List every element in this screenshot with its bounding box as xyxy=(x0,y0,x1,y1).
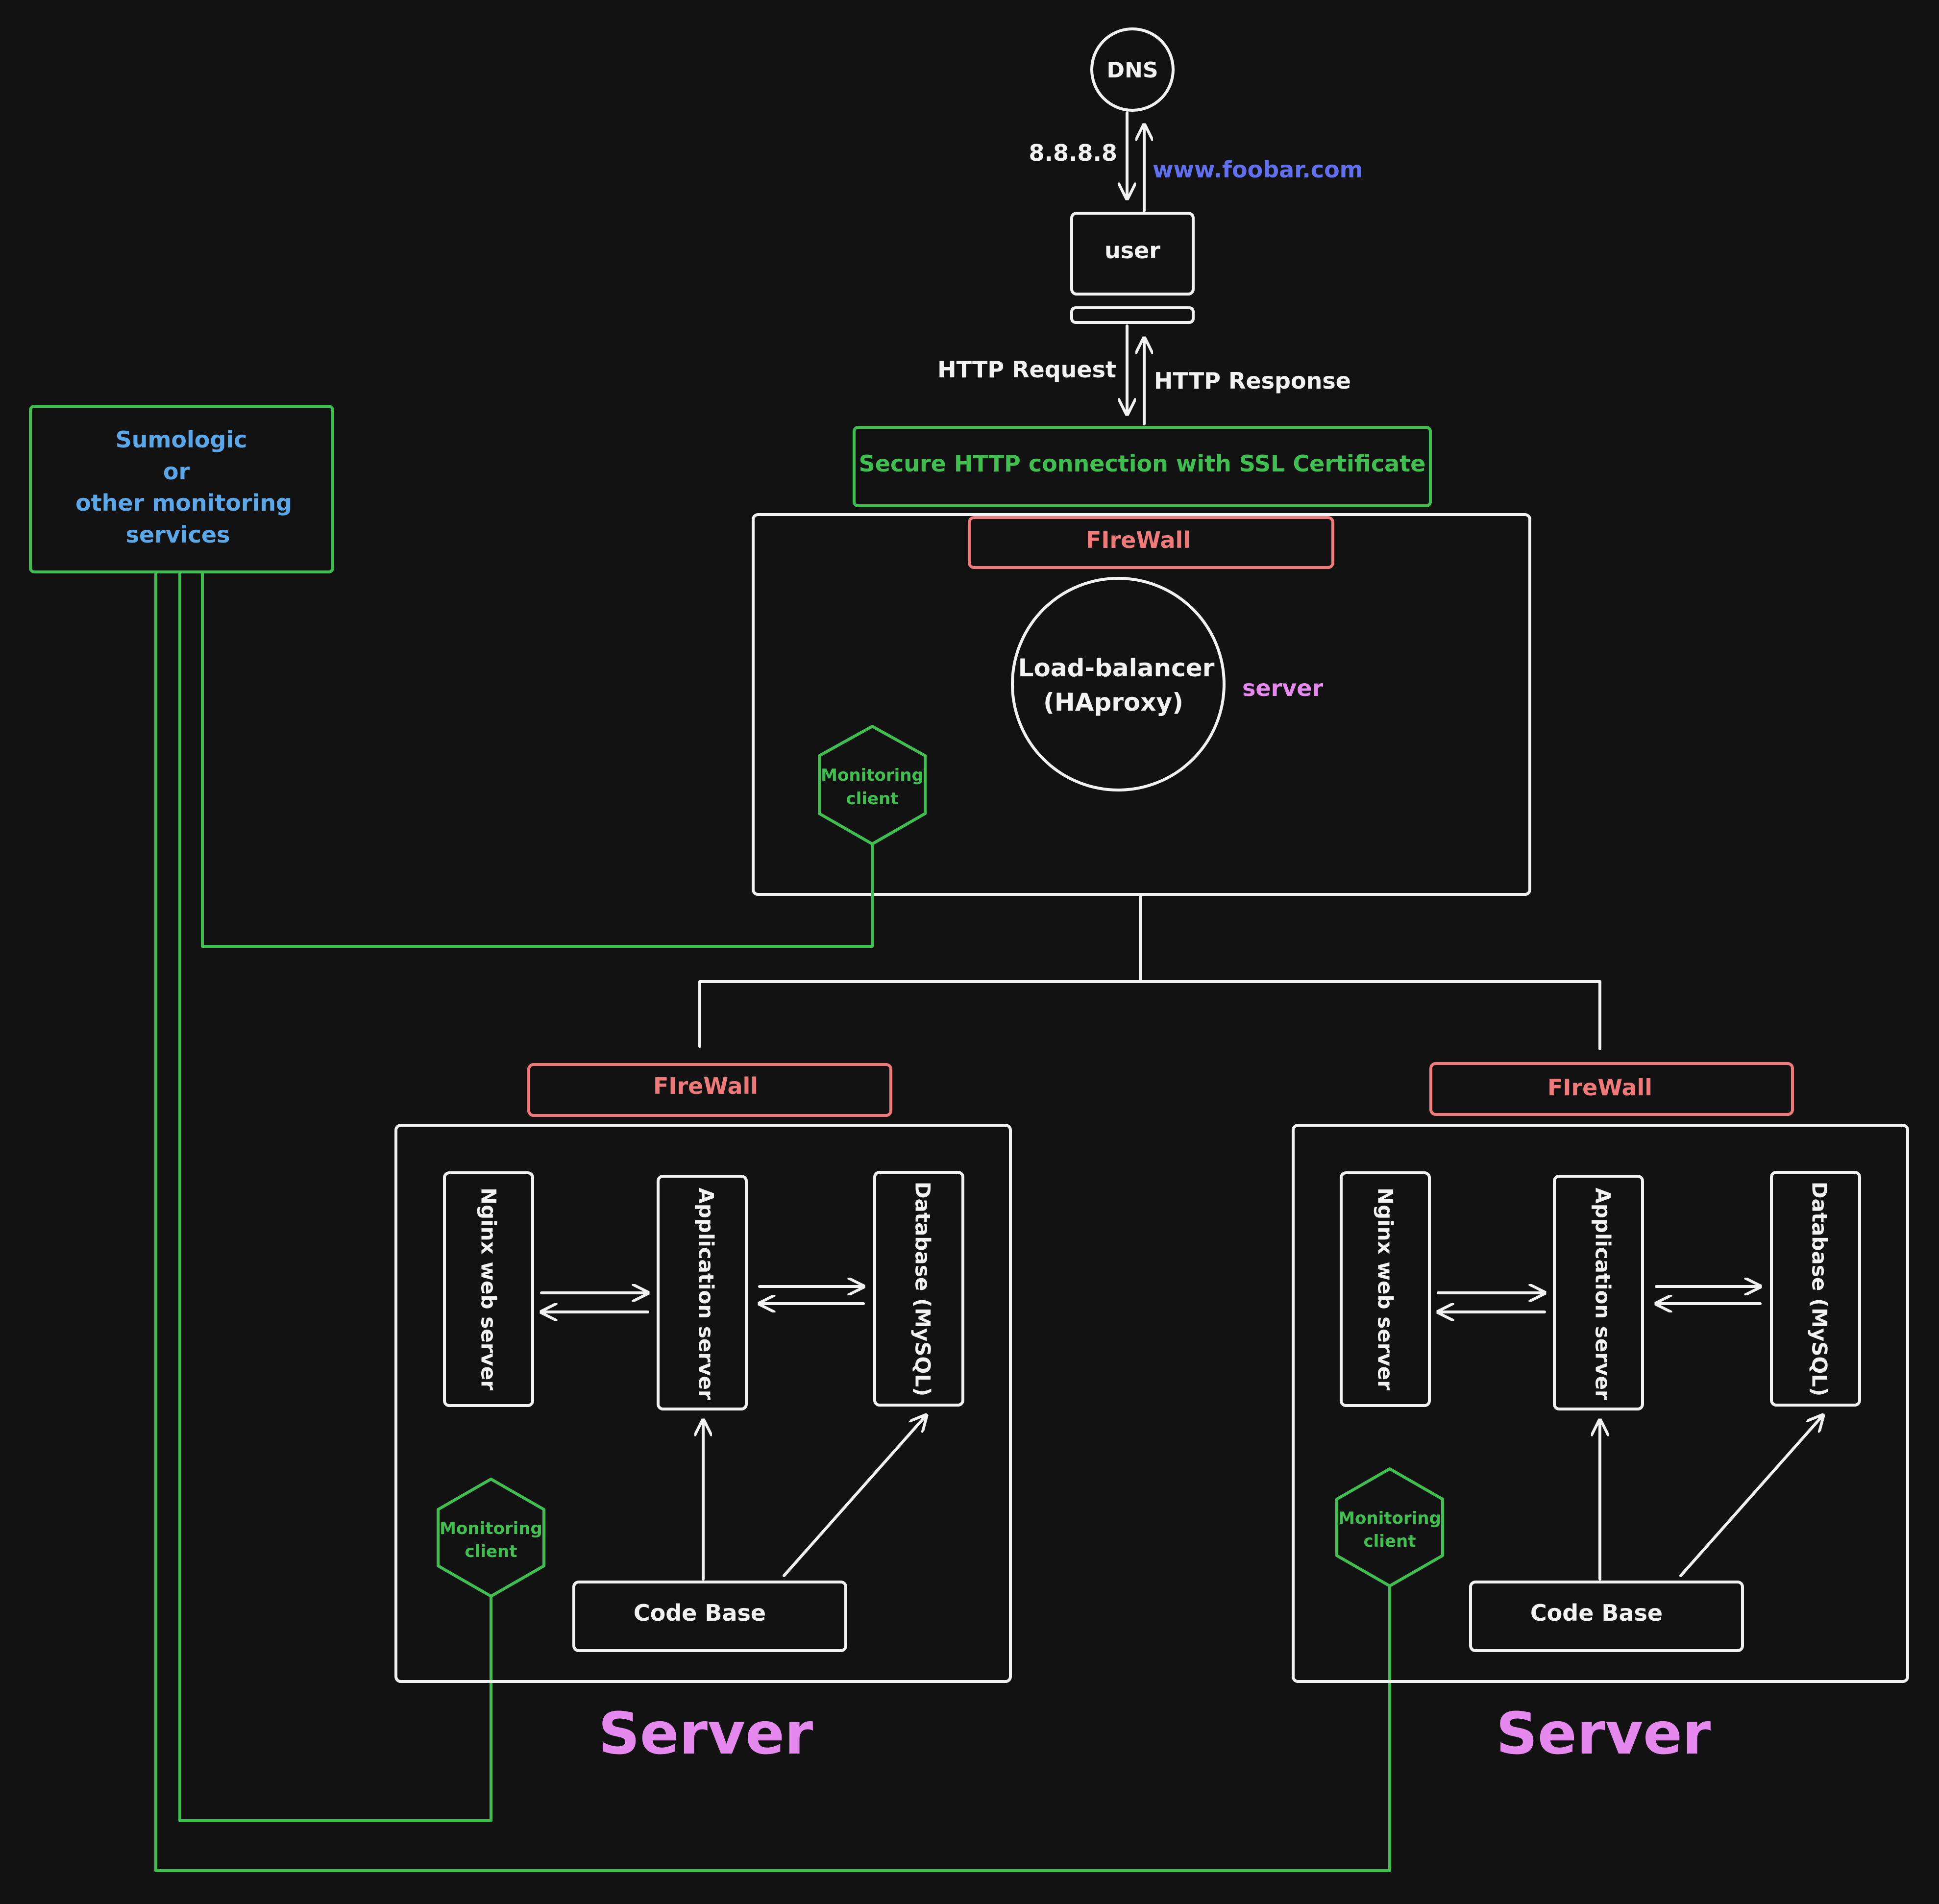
server1-monitoring-client-hex xyxy=(437,1478,545,1598)
monitor-wire-server2 xyxy=(154,572,1391,1872)
http-request-label: HTTP Request xyxy=(937,356,1116,383)
lb-firewall-label: FIreWall xyxy=(1086,527,1191,553)
server1-firewall xyxy=(527,1063,892,1117)
lb-to-servers-connector xyxy=(698,893,1601,1050)
monitoring-wires xyxy=(154,572,1391,1872)
server-2: FIreWall Nginx web server Application se… xyxy=(1292,1062,1909,1767)
server2-title: Server xyxy=(1496,1700,1711,1767)
server2-firewall xyxy=(1429,1062,1794,1116)
server2-nginx-label: Nginx web server xyxy=(1374,1187,1398,1390)
lb-monitoring-client-hex xyxy=(818,725,927,845)
domain-label: www.foobar.com xyxy=(1153,156,1363,183)
server2-app-label: Application server xyxy=(1591,1187,1615,1400)
lb-monitoring-line2: client xyxy=(846,789,899,809)
server2-nginx-box xyxy=(1340,1171,1431,1407)
server1-codebase-label: Code Base xyxy=(634,1600,766,1626)
server1-title: Server xyxy=(598,1700,813,1767)
server2-monitoring-line1: Monitoring xyxy=(1338,1508,1441,1528)
monitoring-service-line4: services xyxy=(126,521,230,548)
laptop-screen xyxy=(1070,212,1195,296)
load-balancer-circle xyxy=(1011,577,1226,791)
server1-nginx-label: Nginx web server xyxy=(477,1187,501,1390)
server1-firewall-label: FIreWall xyxy=(653,1073,758,1099)
server1-code-to-db-arrow xyxy=(783,1415,926,1577)
monitoring-service-box: Sumologic or other monitoring services xyxy=(29,405,334,573)
monitoring-service-line3: other monitoring xyxy=(75,490,292,516)
server2-codebase-box xyxy=(1469,1581,1744,1652)
user-node: user xyxy=(1070,212,1195,324)
server2-codebase-label: Code Base xyxy=(1530,1600,1663,1626)
monitor-wire-lb xyxy=(201,572,874,948)
server-1: FIreWall Nginx web server Application se… xyxy=(394,1063,1012,1767)
server2-app-box xyxy=(1553,1175,1644,1410)
monitoring-service-line2: or xyxy=(163,458,190,485)
laptop-base xyxy=(1070,306,1195,324)
ssl-label: Secure HTTP connection with SSL Certific… xyxy=(859,450,1426,477)
server2-code-to-db-arrow xyxy=(1679,1415,1823,1577)
lb-server-label: server xyxy=(1242,675,1323,701)
dns-node: DNS xyxy=(1090,27,1175,112)
server1-monitoring-line2: client xyxy=(465,1542,517,1561)
server2-db-box xyxy=(1770,1171,1861,1407)
dns-ip-label: 8.8.8.8 xyxy=(1029,140,1117,166)
server1-app-box xyxy=(657,1175,748,1410)
server2-db-label: Database (MySQL) xyxy=(1808,1182,1832,1396)
lb-label-line1: Load-balancer xyxy=(1018,654,1215,682)
lb-label-line2: (HAproxy) xyxy=(1043,688,1183,717)
user-label: user xyxy=(1104,237,1160,264)
server2-frame xyxy=(1292,1124,1909,1683)
server2-monitoring-line2: client xyxy=(1364,1532,1416,1551)
server1-codebase-box xyxy=(572,1581,847,1652)
server1-db-box xyxy=(873,1171,964,1407)
server2-monitoring-client-hex xyxy=(1335,1467,1444,1587)
lb-firewall xyxy=(968,516,1334,569)
http-response-label: HTTP Response xyxy=(1154,368,1351,394)
server1-frame xyxy=(394,1124,1012,1683)
server1-monitoring-line1: Monitoring xyxy=(440,1519,542,1538)
server2-firewall-label: FIreWall xyxy=(1547,1074,1652,1101)
server1-db-label: Database (MySQL) xyxy=(911,1182,935,1396)
lb-monitoring-line1: Monitoring xyxy=(821,766,924,785)
monitoring-service-line1: Sumologic xyxy=(116,426,247,453)
server1-app-label: Application server xyxy=(694,1187,718,1400)
server1-nginx-box xyxy=(443,1171,534,1407)
monitor-wire-server1 xyxy=(178,572,492,1822)
dns-label: DNS xyxy=(1106,58,1158,83)
load-balancer-server: FIreWall Load-balancer (HAproxy) server … xyxy=(752,513,1531,896)
ssl-connection-box: Secure HTTP connection with SSL Certific… xyxy=(853,426,1432,507)
